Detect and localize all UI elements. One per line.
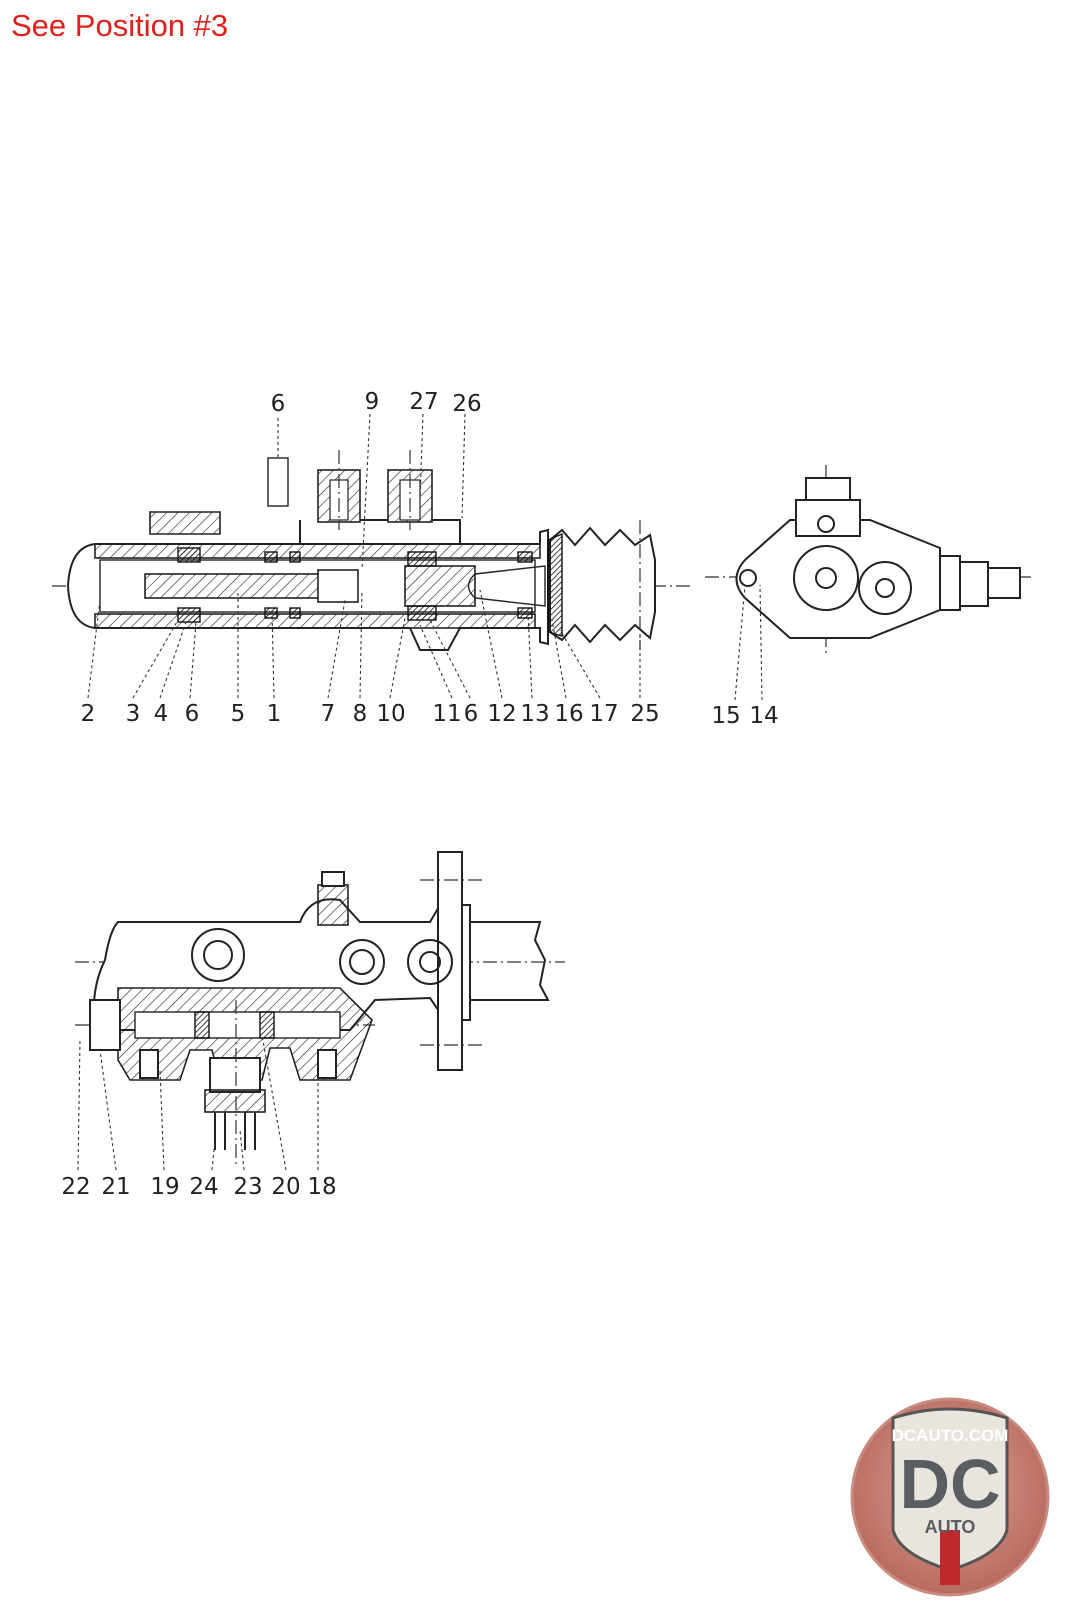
dcauto-logo: DCAUTO.COM DC AUTO (850, 1397, 1050, 1597)
callout-label: 5 (231, 701, 246, 727)
header-note: See Position #3 (11, 8, 229, 43)
callout-label: 7 (321, 701, 336, 727)
callout-label: 2 (81, 701, 96, 727)
section-view-top (52, 450, 690, 651)
labels-bottom: 2 3 4 6 5 1 7 8 10 11 6 12 13 16 17 25 (81, 701, 660, 727)
callout-label: 3 (126, 701, 141, 727)
callout-label: 6 (185, 701, 200, 727)
svg-text:AUTO: AUTO (925, 1517, 976, 1537)
callout-label: 20 (271, 1174, 300, 1200)
callout-label: 10 (376, 701, 405, 727)
svg-text:DCAUTO.COM: DCAUTO.COM (892, 1426, 1009, 1445)
callout-label: 23 (233, 1174, 262, 1200)
callout-label: 6 (271, 391, 286, 417)
callout-label: 21 (101, 1174, 130, 1200)
callout-label: 24 (189, 1174, 218, 1200)
labels-end-view: 15 14 (711, 703, 778, 729)
callout-label: 1 (267, 701, 282, 727)
labels-top: 6 9 27 26 (271, 389, 482, 417)
callout-label: 14 (749, 703, 778, 729)
callout-label: 27 (409, 389, 438, 415)
end-view (705, 465, 1035, 655)
callout-label: 26 (452, 391, 481, 417)
leader-lines (77, 413, 763, 1171)
callout-label: 25 (630, 701, 659, 727)
callout-label: 22 (61, 1174, 90, 1200)
callout-label: 13 (520, 701, 549, 727)
callout-label: 16 (554, 701, 583, 727)
callout-label: 11 (432, 701, 461, 727)
labels-lower-view: 22 21 19 24 23 20 18 (61, 1174, 336, 1200)
callout-label: 4 (154, 701, 169, 727)
callout-label: 19 (150, 1174, 179, 1200)
callout-label: 9 (365, 389, 380, 415)
callout-label: 18 (307, 1174, 336, 1200)
callout-label: 15 (711, 703, 740, 729)
lower-view (75, 851, 565, 1165)
callout-label: 17 (589, 701, 618, 727)
svg-text:DC: DC (899, 1445, 1000, 1523)
callout-label: 8 (353, 701, 368, 727)
callout-label: 12 (487, 701, 516, 727)
callout-label: 6 (464, 701, 479, 727)
